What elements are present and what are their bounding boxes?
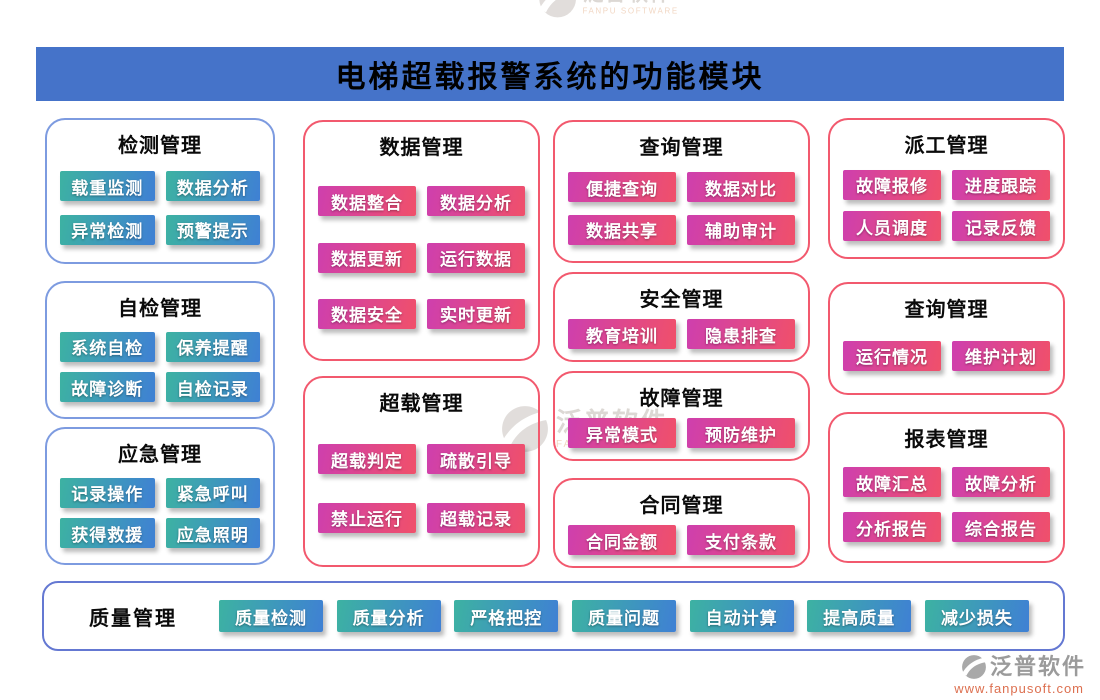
module-button[interactable]: 自动计算	[689, 600, 794, 632]
watermark-name: 泛普软件	[582, 0, 678, 5]
card-report-management: 报表管理故障汇总故障分析分析报告综合报告	[828, 412, 1065, 563]
card-title: 报表管理	[904, 429, 989, 451]
card-button-grid: 载重监测数据分析异常检测预警提示	[47, 158, 273, 258]
card-detection-management: 检测管理载重监测数据分析异常检测预警提示	[45, 118, 275, 264]
quality-management-label: 质量管理	[89, 607, 177, 630]
module-button[interactable]: 记录操作	[60, 477, 155, 508]
card-title: 合同管理	[639, 495, 724, 517]
card-emergency-management: 应急管理记录操作紧急呼叫获得救援应急照明	[45, 427, 275, 565]
module-button[interactable]: 载重监测	[60, 171, 155, 202]
module-button[interactable]: 自检记录	[165, 372, 260, 403]
module-button[interactable]: 运行情况	[843, 340, 941, 371]
module-button[interactable]: 数据分析	[427, 186, 525, 217]
module-button[interactable]: 隐患排查	[687, 319, 795, 349]
card-button-grid: 异常模式预防维护	[555, 411, 808, 455]
card-title: 数据管理	[379, 137, 464, 159]
fanpu-brand: 泛普软件 www.fanpusoft.com	[954, 654, 1086, 696]
quality-management-bar: 质量管理 质量检测质量分析严格把控质量问题自动计算提高质量减少损失	[42, 581, 1065, 651]
module-button[interactable]: 辅助审计	[687, 214, 795, 245]
module-button[interactable]: 质量检测	[219, 600, 323, 632]
title-banner: 电梯超载报警系统的功能模块	[36, 47, 1064, 101]
module-button[interactable]: 进度跟踪	[952, 169, 1050, 200]
card-data-management: 数据管理数据整合数据分析数据更新运行数据数据安全实时更新	[303, 120, 540, 361]
module-button[interactable]: 应急照明	[165, 518, 260, 549]
fanpu-logo-icon	[502, 406, 549, 452]
module-button[interactable]: 故障汇总	[843, 467, 941, 497]
card-button-grid: 数据整合数据分析数据更新运行数据数据安全实时更新	[305, 160, 538, 355]
module-button[interactable]: 获得救援	[60, 518, 155, 549]
module-button[interactable]: 超载判定	[318, 444, 416, 475]
module-button[interactable]: 维护计划	[952, 340, 1050, 371]
module-button[interactable]: 质量分析	[336, 600, 441, 632]
module-button[interactable]: 质量问题	[571, 600, 676, 632]
module-button[interactable]: 实时更新	[427, 298, 525, 329]
card-title: 查询管理	[904, 299, 989, 321]
watermark-subtext: FANPU SOFTWARE	[582, 6, 679, 16]
card-title: 超载管理	[379, 393, 464, 415]
module-button[interactable]: 保养提醒	[165, 331, 260, 362]
card-button-grid: 系统自检保养提醒故障诊断自检记录	[47, 321, 273, 413]
module-button[interactable]: 预防维护	[687, 418, 795, 448]
card-button-grid: 运行情况维护计划	[830, 322, 1063, 389]
module-button[interactable]: 减少损失	[924, 600, 1029, 632]
page-title: 电梯超载报警系统的功能模块	[335, 61, 765, 94]
card-title: 查询管理	[639, 137, 724, 159]
module-button[interactable]: 禁止运行	[318, 502, 416, 533]
card-button-grid: 记录操作紧急呼叫获得救援应急照明	[47, 467, 273, 559]
card-title: 故障管理	[639, 388, 724, 410]
module-button[interactable]: 数据分析	[165, 171, 260, 202]
module-button[interactable]: 故障分析	[952, 467, 1050, 497]
fanpu-logo-icon	[539, 0, 576, 18]
module-button[interactable]: 预警提示	[165, 214, 260, 245]
module-button[interactable]: 提高质量	[807, 600, 912, 632]
module-button[interactable]: 数据对比	[687, 172, 795, 203]
card-query-management-2: 查询管理运行情况维护计划	[828, 282, 1065, 395]
module-button[interactable]: 综合报告	[952, 512, 1050, 542]
card-overload-management: 超载管理超载判定疏散引导禁止运行超载记录	[303, 376, 540, 567]
card-button-grid: 便捷查询数据对比数据共享辅助审计	[555, 160, 808, 257]
module-button[interactable]: 数据整合	[318, 186, 416, 217]
module-button[interactable]: 故障诊断	[60, 372, 155, 403]
card-self-check-management: 自检管理系统自检保养提醒故障诊断自检记录	[45, 281, 275, 419]
card-title: 自检管理	[118, 298, 202, 320]
card-button-grid: 超载判定疏散引导禁止运行超载记录	[305, 416, 538, 561]
module-button[interactable]: 数据共享	[568, 214, 676, 245]
card-dispatch-management: 派工管理故障报修进度跟踪人员调度记录反馈	[828, 118, 1065, 259]
module-button[interactable]: 超载记录	[427, 502, 525, 533]
quality-management-buttons: 质量检测质量分析严格把控质量问题自动计算提高质量减少损失	[219, 600, 1029, 632]
module-button[interactable]: 记录反馈	[952, 211, 1050, 242]
module-button[interactable]: 数据安全	[318, 298, 416, 329]
card-safety-management: 安全管理教育培训隐患排查	[553, 272, 810, 362]
module-button[interactable]: 严格把控	[454, 600, 559, 632]
card-title: 检测管理	[118, 135, 202, 157]
card-title: 派工管理	[904, 135, 989, 157]
card-title: 应急管理	[118, 444, 202, 466]
card-contract-management: 合同管理合同金额支付条款	[553, 478, 810, 568]
brand-url: www.fanpusoft.com	[954, 681, 1084, 696]
module-button[interactable]: 支付条款	[687, 525, 795, 555]
module-button[interactable]: 疏散引导	[427, 444, 525, 475]
fanpu-watermark-top: 泛普软件 FANPU SOFTWARE	[538, 0, 679, 19]
module-button[interactable]: 异常模式	[568, 418, 676, 448]
module-button[interactable]: 合同金额	[568, 525, 676, 555]
card-query-management: 查询管理便捷查询数据对比数据共享辅助审计	[553, 120, 810, 263]
fanpu-logo-icon	[962, 655, 987, 679]
module-button[interactable]: 数据更新	[318, 242, 416, 273]
module-button[interactable]: 分析报告	[843, 512, 941, 542]
module-button[interactable]: 人员调度	[843, 211, 941, 242]
module-button[interactable]: 运行数据	[427, 242, 525, 273]
card-title: 安全管理	[639, 289, 724, 311]
module-button[interactable]: 紧急呼叫	[165, 477, 260, 508]
brand-name: 泛普软件	[989, 654, 1086, 679]
card-fault-management: 故障管理异常模式预防维护	[553, 371, 810, 461]
module-button[interactable]: 系统自检	[60, 331, 155, 362]
card-button-grid: 故障报修进度跟踪人员调度记录反馈	[830, 158, 1063, 253]
module-button[interactable]: 故障报修	[843, 169, 941, 200]
card-button-grid: 教育培训隐患排查	[555, 312, 808, 356]
module-button[interactable]: 异常检测	[60, 214, 155, 245]
card-button-grid: 故障汇总故障分析分析报告综合报告	[830, 452, 1063, 557]
module-button[interactable]: 教育培训	[568, 319, 676, 349]
module-button[interactable]: 便捷查询	[568, 172, 676, 203]
card-button-grid: 合同金额支付条款	[555, 518, 808, 562]
